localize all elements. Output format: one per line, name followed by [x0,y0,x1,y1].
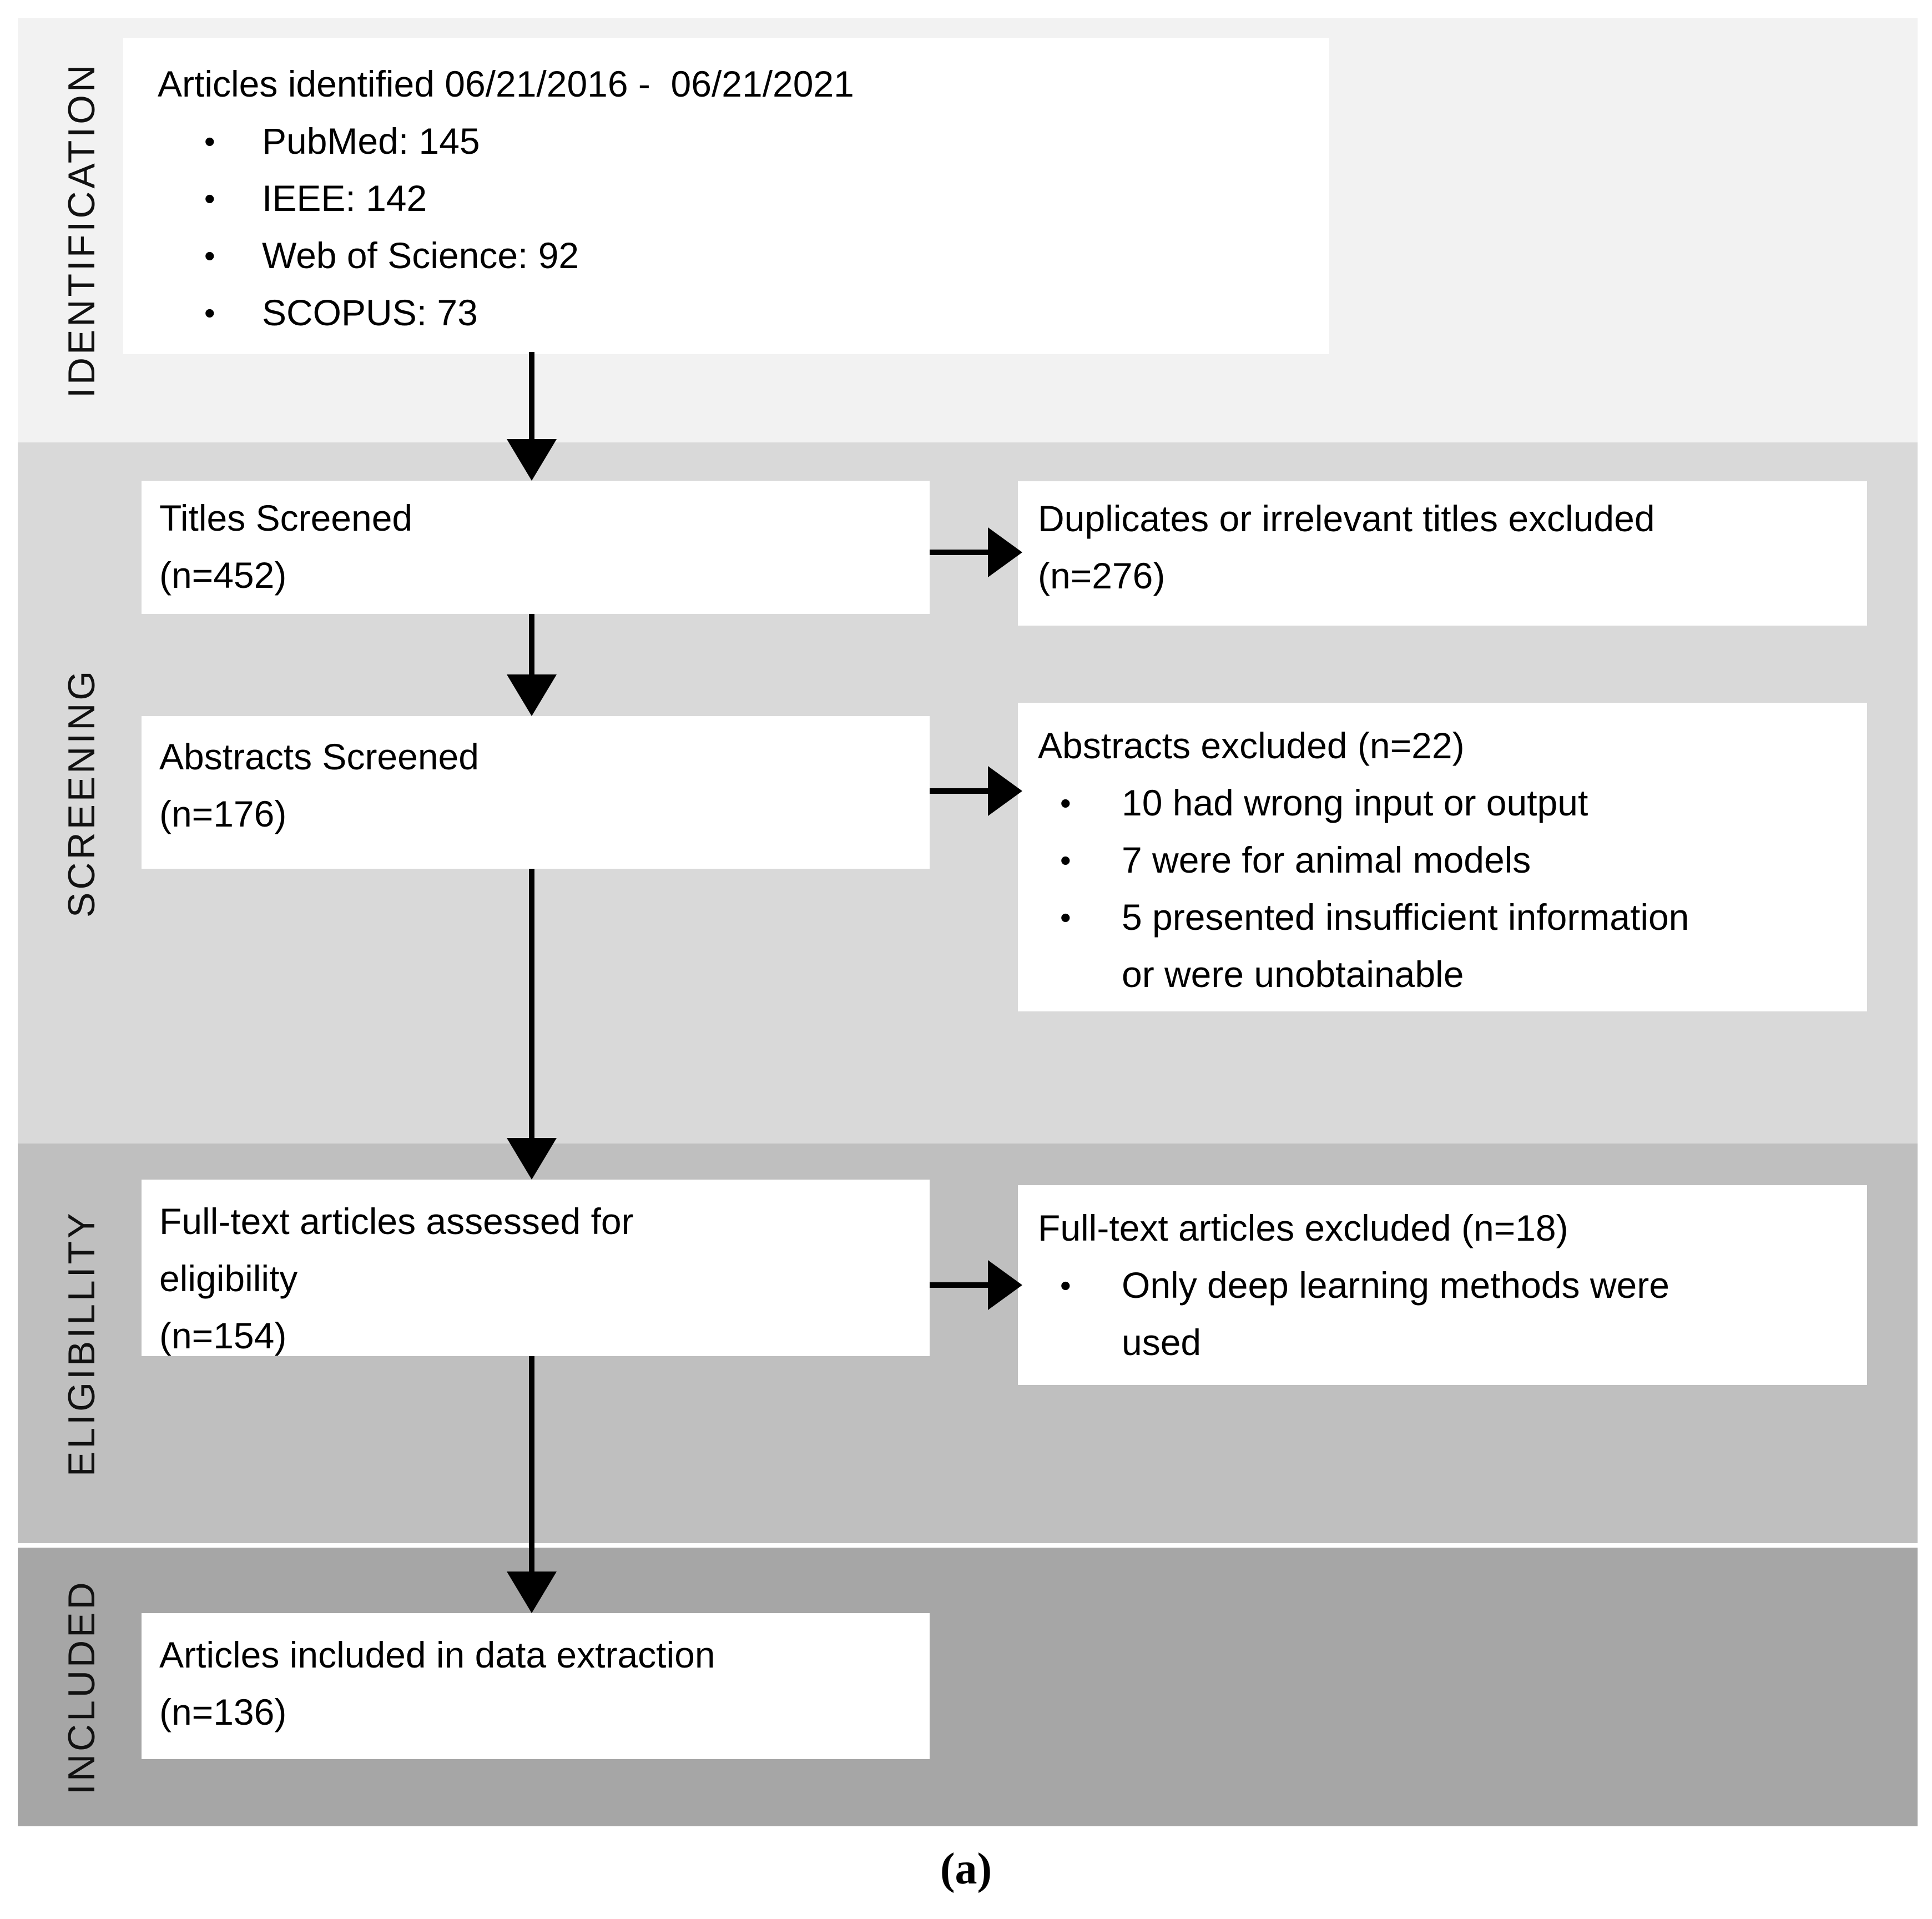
box-duplicates-excluded: Duplicates or irrelevant titles excluded… [1018,481,1867,626]
box-count: (n=452) [159,555,287,596]
bullet-list: • 10 had wrong input or output • 7 were fo… [1038,774,1856,1003]
list-item-text: PubMed: 145 [262,120,480,162]
arrow-down-head [507,1572,557,1613]
box-count: (n=136) [159,1691,287,1732]
box-articles-identified: Articles identified 06/21/2016 - 06/21/2… [123,38,1329,354]
arrow-down-head [507,1138,557,1180]
list-item: • 10 had wrong input or output [1038,774,1856,832]
arrow-right-head [988,1260,1022,1310]
bullet-icon: • [1060,1268,1071,1303]
vertical-label-eligibility: ELIGIBILLITY [60,1210,103,1477]
box-title: Full-text articles excluded (n=18) [1038,1207,1568,1248]
box-title: Full-text articles assessed for eligibil… [159,1201,634,1299]
bullet-icon: • [1060,843,1071,878]
arrow-down-line [529,869,534,1141]
box-fulltext-excluded: Full-text articles excluded (n=18) • Only… [1018,1185,1867,1385]
box-title: Articles identified 06/21/2016 - 06/21/2… [158,63,854,104]
list-item: • 7 were for animal models [1038,832,1856,889]
list-item: • Only deep learning methods were used [1038,1257,1856,1371]
arrow-down-line [529,352,534,442]
bullet-list: • Only deep learning methods were used [1038,1257,1856,1371]
list-item-text: IEEE: 142 [262,178,427,219]
box-abstracts-excluded: Abstracts excluded (n=22) • 10 had wrong … [1018,703,1867,1011]
bullet-icon: • [204,124,215,159]
bullet-icon: • [204,181,215,216]
list-item: • 5 presented insufficient information or… [1038,889,1856,1003]
list-item-text: 10 had wrong input or output [1122,782,1588,823]
box-articles-included: Articles included in data extraction (n=… [142,1613,930,1759]
figure-caption: (a) [940,1845,992,1893]
bullet-icon: • [204,295,215,330]
bullet-list: • PubMed: 145 • IEEE: 142 • Web of Science:… [158,113,1307,341]
box-fulltext-assessed: Full-text articles assessed for eligibil… [142,1180,930,1356]
list-item: • IEEE: 142 [158,170,1307,227]
list-item-text: Only deep learning methods were used [1122,1265,1669,1363]
list-item-text: 5 presented insufficient information or … [1122,896,1689,995]
list-item: • Web of Science: 92 [158,227,1307,284]
box-abstracts-screened: Abstracts Screened (n=176) [142,716,930,869]
box-title: Duplicates or irrelevant titles excluded [1038,498,1655,539]
box-title: Abstracts excluded (n=22) [1038,725,1465,766]
box-title: Articles included in data extraction [159,1634,715,1675]
arrow-right-head [988,766,1022,816]
list-item-text: SCOPUS: 73 [262,292,478,333]
box-count: (n=176) [159,793,287,834]
list-item-text: Web of Science: 92 [262,235,579,276]
vertical-label-screening: SCREENING [60,668,103,918]
box-count: (n=154) [159,1315,287,1356]
arrow-down-line [529,614,534,677]
vertical-label-included: INCLUDED [60,1579,103,1795]
vertical-label-identification: IDENTIFICATION [60,62,103,399]
box-title: Titles Screened [159,497,413,538]
box-count: (n=276) [1038,555,1166,596]
arrow-right-line [930,550,993,555]
arrow-down-head [507,439,557,481]
list-item: • PubMed: 145 [158,113,1307,170]
arrow-right-line [930,1282,993,1288]
arrow-down-head [507,674,557,716]
bullet-icon: • [1060,900,1071,935]
arrow-right-head [988,527,1022,577]
arrow-right-line [930,788,993,794]
list-item-text: 7 were for animal models [1122,839,1531,880]
box-title: Abstracts Screened [159,736,479,777]
arrow-down-line [529,1356,534,1574]
bullet-icon: • [1060,785,1071,820]
bullet-icon: • [204,238,215,273]
box-titles-screened: Titles Screened (n=452) [142,481,930,614]
list-item: • SCOPUS: 73 [158,284,1307,341]
